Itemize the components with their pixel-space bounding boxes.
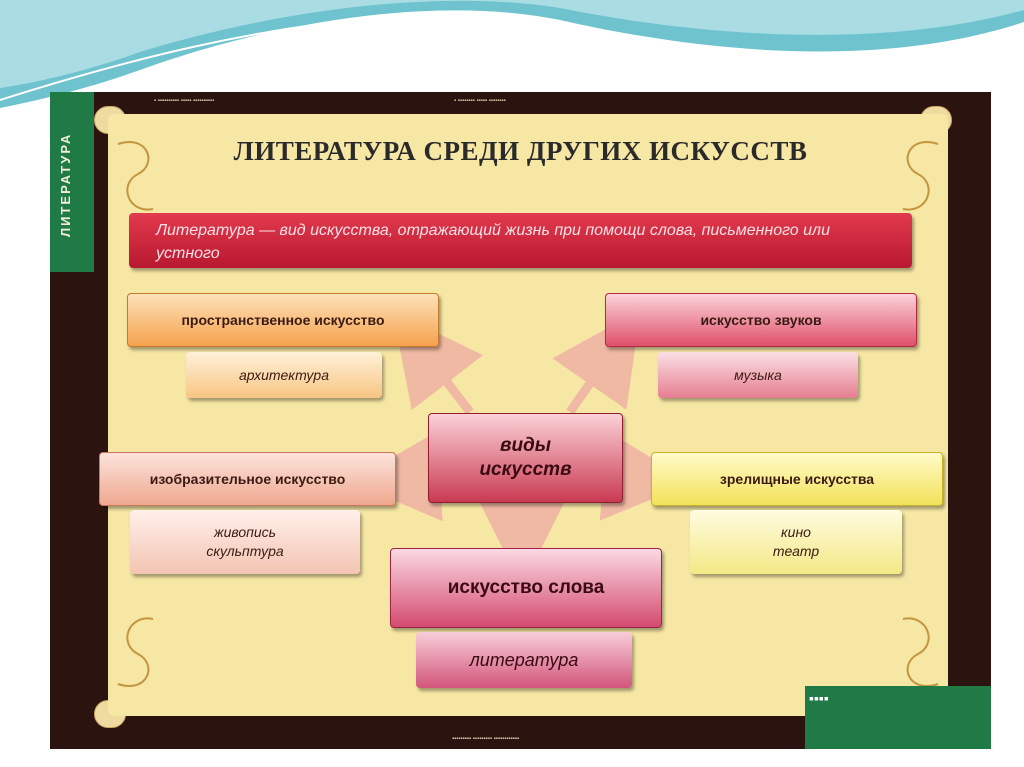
sidebar-strip: ЛИТЕРАТУРА xyxy=(50,92,94,272)
arrow-to-spectacle xyxy=(599,430,693,521)
spectacle-art-example-box: кино театр xyxy=(690,510,902,574)
diagram-arrows xyxy=(350,310,693,587)
word-art-example-box: литература xyxy=(416,632,632,688)
publisher-logo-block: ▪▪▪▪ xyxy=(805,686,991,749)
sound-art-example-box: музыка xyxy=(658,352,858,398)
sound-art-example: музыка xyxy=(734,366,782,383)
poster-title: ЛИТЕРАТУРА СРЕДИ ДРУГИХ ИСКУССТВ xyxy=(233,136,808,166)
top-small-caption: ▪ ▪▪▪▪▪▪▪▪▪▪ ▪▪▪▪▪ ▪▪▪▪▪▪▪▪▪▪ xyxy=(154,98,215,104)
art-types-center-box: виды искусств xyxy=(428,413,623,503)
arrow-to-spatial xyxy=(392,311,484,415)
ornament-corners xyxy=(117,141,939,687)
arrow-to-sound xyxy=(552,310,641,415)
spatial-art-box: пространственное искусство xyxy=(127,293,439,347)
bottom-small-caption: ▪▪▪▪▪▪▪▪▪ ▪▪▪▪▪▪▪▪▪ ▪▪▪▪▪▪▪▪▪▪▪▪ xyxy=(452,736,520,742)
visual-art-example-box: живопись скульптура xyxy=(130,510,360,574)
publisher-logo: ▪▪▪▪ xyxy=(809,690,829,706)
visual-art-example-2: скульптура xyxy=(206,543,284,559)
arrow-to-visual xyxy=(350,431,443,522)
visual-art-box: изобразительное искусство xyxy=(99,452,396,506)
spatial-art-example-box: архитектура xyxy=(186,352,382,398)
spatial-art-title: пространственное искусство xyxy=(181,312,385,328)
word-art-example: литература xyxy=(469,649,579,670)
sound-art-box: искусство звуков xyxy=(605,293,917,347)
spectacle-art-example-1: кино xyxy=(781,524,811,540)
spectacle-art-example-2: театр xyxy=(772,543,820,559)
spectacle-art-title: зрелищные искусства xyxy=(719,471,875,487)
word-art-title: искусство слова xyxy=(447,577,605,598)
spatial-art-example: архитектура xyxy=(238,366,330,383)
decorative-waves xyxy=(0,0,1024,108)
word-art-box: искусство слова xyxy=(390,548,662,628)
visual-art-title: изобразительное искусство xyxy=(149,471,346,487)
spectacle-art-box: зрелищные искусства xyxy=(651,452,943,506)
art-types-title: виды искусств xyxy=(479,435,572,480)
sound-art-title: искусство звуков xyxy=(700,312,822,328)
definition-box xyxy=(129,213,912,268)
definition-text: Литература — вид искусства, отражающий ж… xyxy=(156,222,830,262)
poster: ЛИТЕРАТУРА ▪ ▪▪▪▪▪▪▪▪▪▪ ▪▪▪▪▪ ▪▪▪▪▪▪▪▪▪▪… xyxy=(50,92,991,749)
top-center-caption: ▪ ▪▪▪▪▪▪▪▪ ▪▪▪▪▪ ▪▪▪▪▪▪▪▪ xyxy=(454,98,506,104)
visual-art-example-1: живопись xyxy=(213,524,277,540)
